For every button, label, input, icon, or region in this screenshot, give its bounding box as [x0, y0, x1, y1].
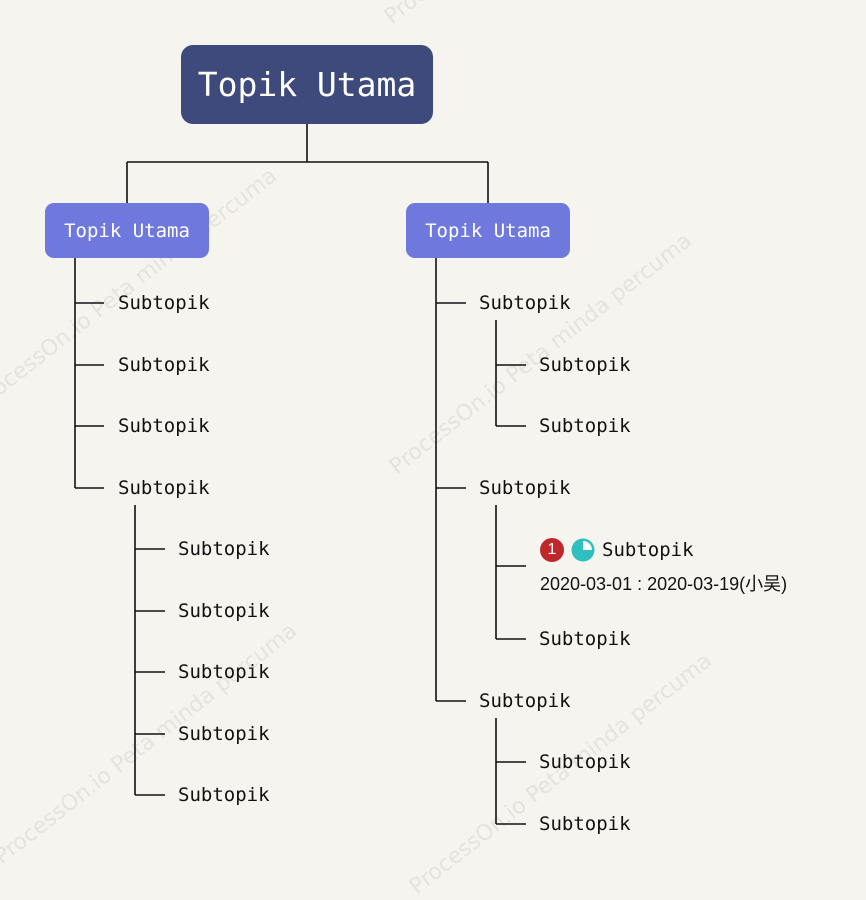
subtopic[interactable]: Subtopik: [178, 723, 270, 745]
subtopic[interactable]: Subtopik: [539, 751, 631, 773]
subtopic[interactable]: Subtopik: [118, 477, 210, 499]
subtopic[interactable]: Subtopik: [118, 415, 210, 437]
root-topic[interactable]: Topik Utama: [181, 45, 433, 124]
priority-1-icon: 1: [540, 538, 564, 562]
date-range: 2020-03-01 : 2020-03-19(小吴): [540, 574, 788, 594]
subtopic[interactable]: Subtopik: [539, 415, 631, 437]
subtopic[interactable]: Subtopik: [479, 292, 571, 314]
task-subtopic[interactable]: 1 Subtopik 2020-03-01 : 2020-03-19(小吴): [540, 538, 787, 596]
subtopic[interactable]: Subtopik: [539, 628, 631, 650]
subtopic[interactable]: Subtopik: [118, 292, 210, 314]
subtopic[interactable]: Subtopik: [479, 477, 571, 499]
main-topic-left[interactable]: Topik Utama: [45, 203, 209, 258]
subtopic[interactable]: Subtopik: [178, 600, 270, 622]
subtopic[interactable]: Subtopik: [178, 661, 270, 683]
progress-quarter-icon: [571, 538, 595, 562]
subtopic[interactable]: Subtopik: [178, 784, 270, 806]
subtopic[interactable]: Subtopik: [539, 813, 631, 835]
subtopic-label: Subtopik: [602, 539, 694, 561]
main-topic-right[interactable]: Topik Utama: [406, 203, 570, 258]
subtopic[interactable]: Subtopik: [118, 354, 210, 376]
subtopic[interactable]: Subtopik: [178, 538, 270, 560]
subtopic[interactable]: Subtopik: [539, 354, 631, 376]
subtopic[interactable]: Subtopik: [479, 690, 571, 712]
